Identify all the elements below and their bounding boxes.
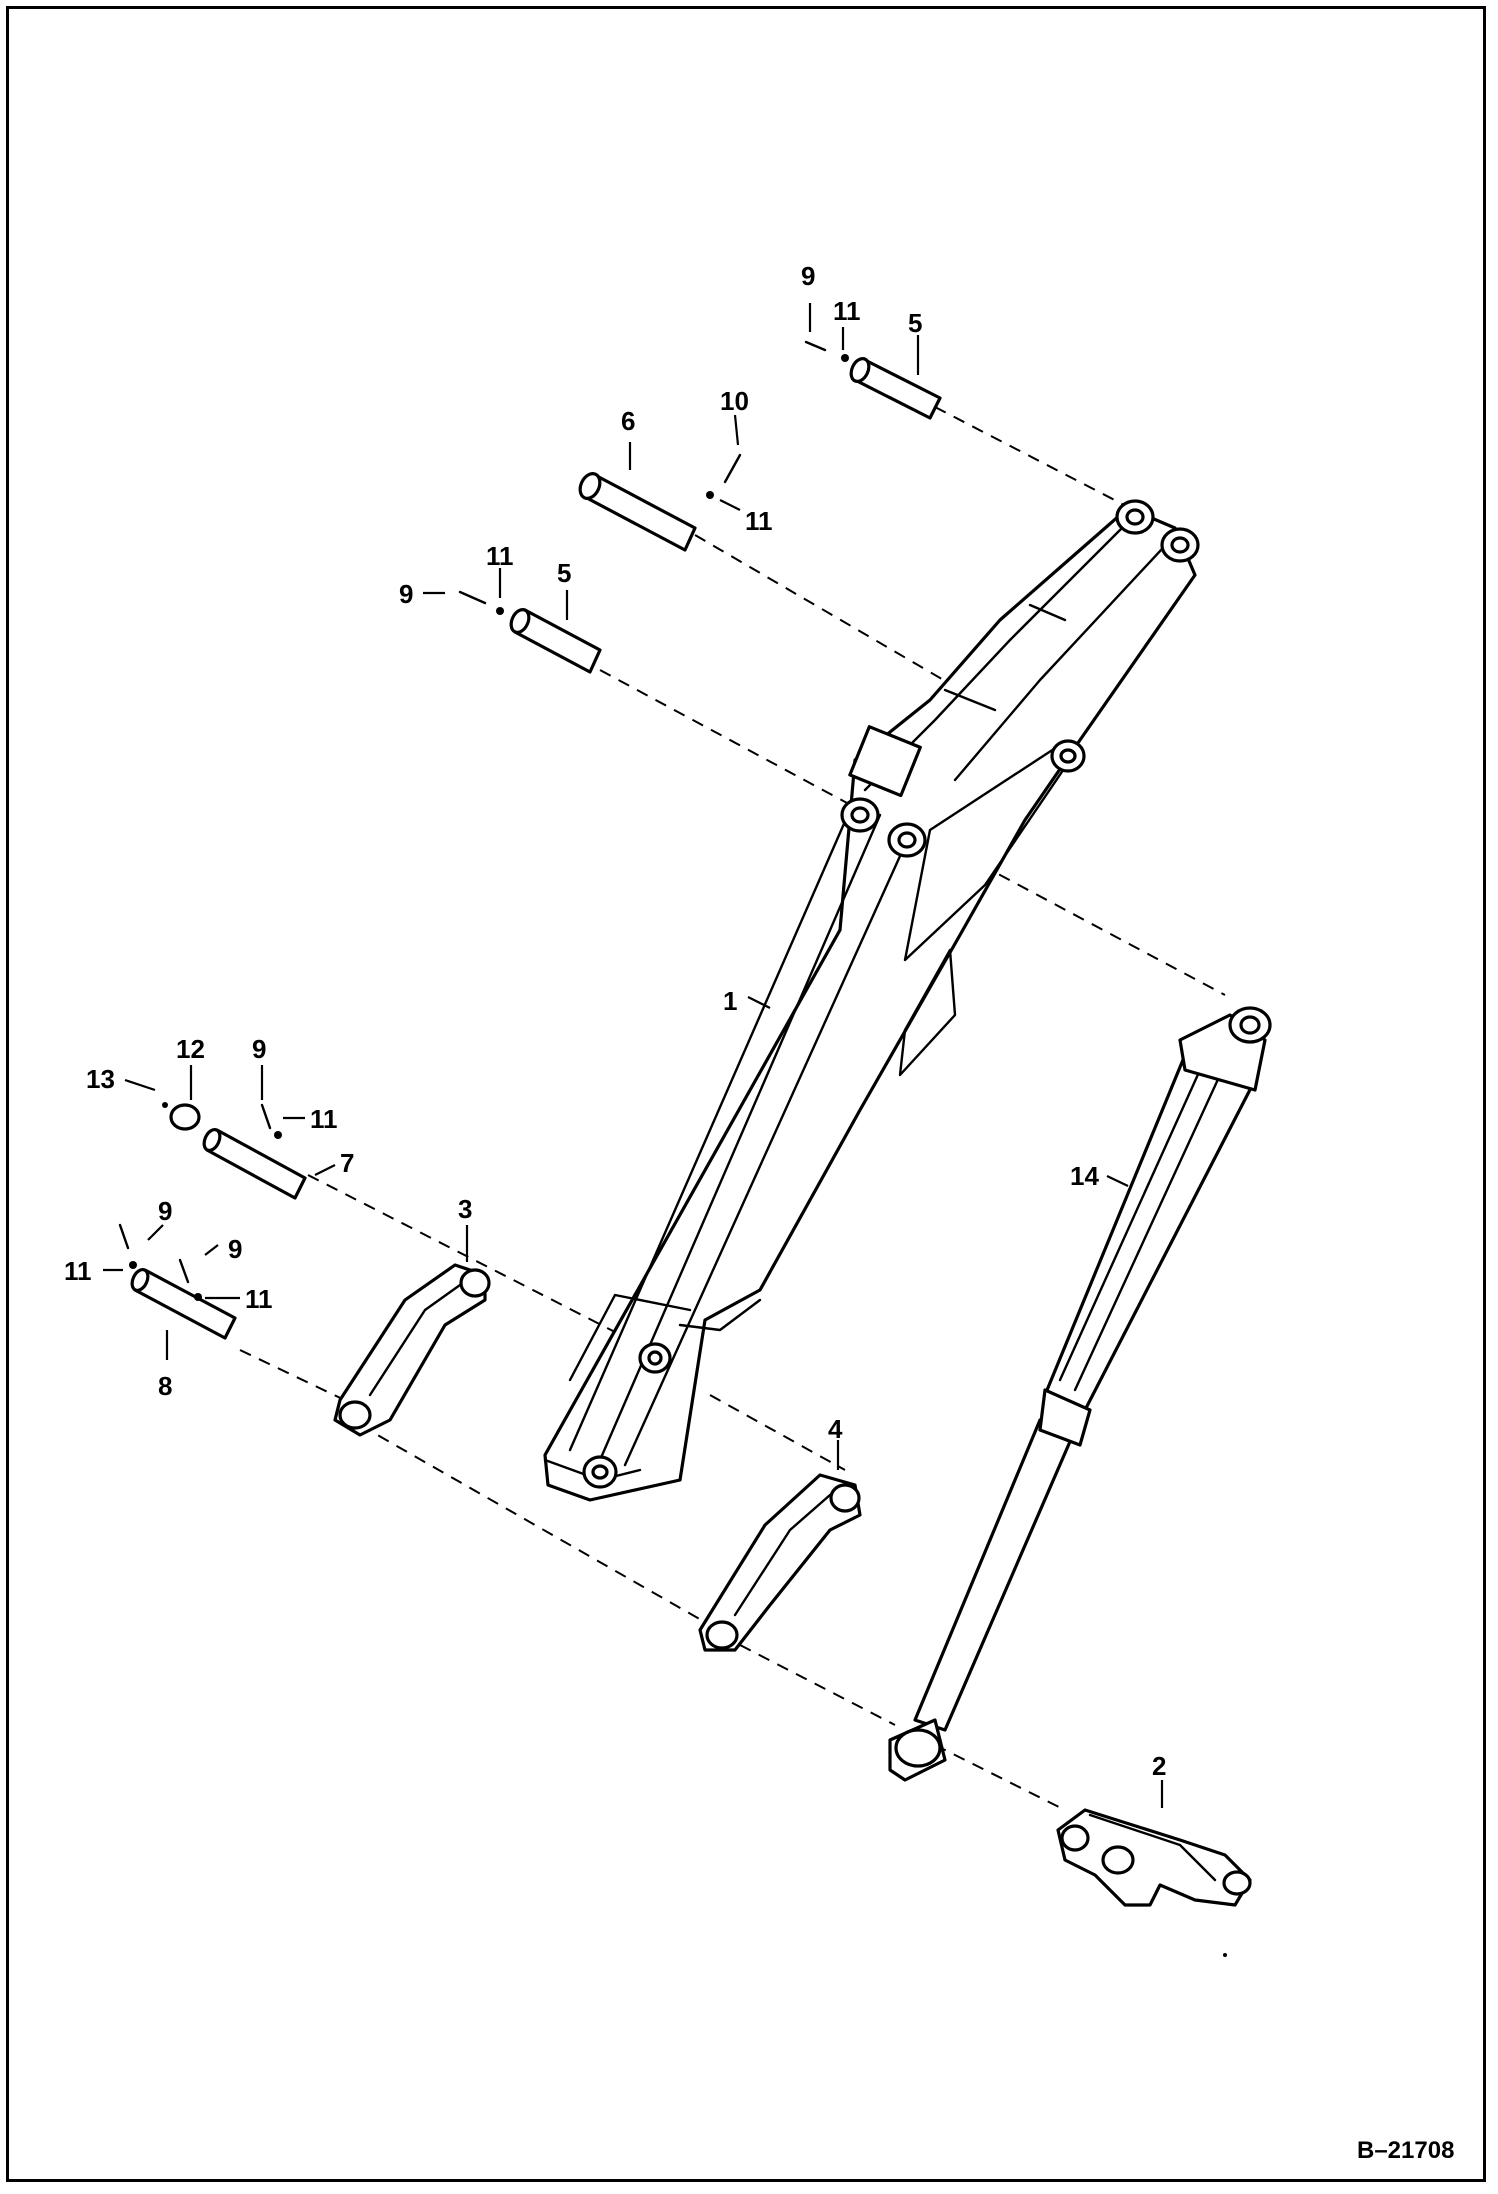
callout-5: 5 bbox=[557, 558, 571, 588]
callout-9: 9 bbox=[252, 1034, 266, 1064]
callout-2: 2 bbox=[1152, 1751, 1166, 1781]
callout-11: 11 bbox=[245, 1284, 273, 1314]
callout-labels: 9 11 5 10 6 11 11 9 5 1 14 3 4 2 13 12 9… bbox=[64, 261, 1166, 1781]
callout-3: 3 bbox=[458, 1194, 472, 1224]
callout-9: 9 bbox=[399, 579, 413, 609]
callout-11: 11 bbox=[486, 541, 514, 571]
callout-9: 9 bbox=[158, 1196, 172, 1226]
part-5-pin-lower bbox=[509, 608, 602, 674]
callout-9: 9 bbox=[228, 1234, 242, 1264]
stray-mark bbox=[1223, 1953, 1227, 1957]
part-8-pin bbox=[130, 1268, 237, 1340]
callout-14: 14 bbox=[1070, 1161, 1099, 1191]
callout-5: 5 bbox=[908, 308, 922, 338]
part-2-bracket bbox=[1056, 1808, 1252, 1907]
callout-7: 7 bbox=[340, 1148, 354, 1178]
part-6-pin bbox=[578, 472, 697, 552]
leader-lines bbox=[103, 303, 1164, 1808]
callout-11: 11 bbox=[833, 296, 861, 326]
part-12-bushing bbox=[169, 1103, 201, 1131]
part-5-pin-top bbox=[849, 357, 942, 420]
callout-13: 13 bbox=[86, 1064, 115, 1094]
callout-11: 11 bbox=[64, 1256, 92, 1286]
callout-1: 1 bbox=[723, 986, 737, 1016]
part-14-cylinder bbox=[888, 1006, 1272, 1782]
callout-12: 12 bbox=[176, 1034, 205, 1064]
callout-11: 11 bbox=[310, 1104, 338, 1134]
part-1-arm bbox=[543, 499, 1200, 1502]
callout-10: 10 bbox=[720, 386, 749, 416]
part-7-pin bbox=[202, 1128, 307, 1200]
part-3-link bbox=[333, 1263, 491, 1437]
figure-reference: B–21708 bbox=[1357, 2137, 1454, 2164]
callout-8: 8 bbox=[158, 1371, 172, 1401]
part-4-link bbox=[698, 1473, 862, 1652]
callout-11: 11 bbox=[745, 506, 773, 536]
callout-6: 6 bbox=[621, 406, 635, 436]
fasteners bbox=[118, 340, 849, 1301]
callout-4: 4 bbox=[828, 1414, 843, 1444]
callout-9: 9 bbox=[801, 261, 815, 291]
